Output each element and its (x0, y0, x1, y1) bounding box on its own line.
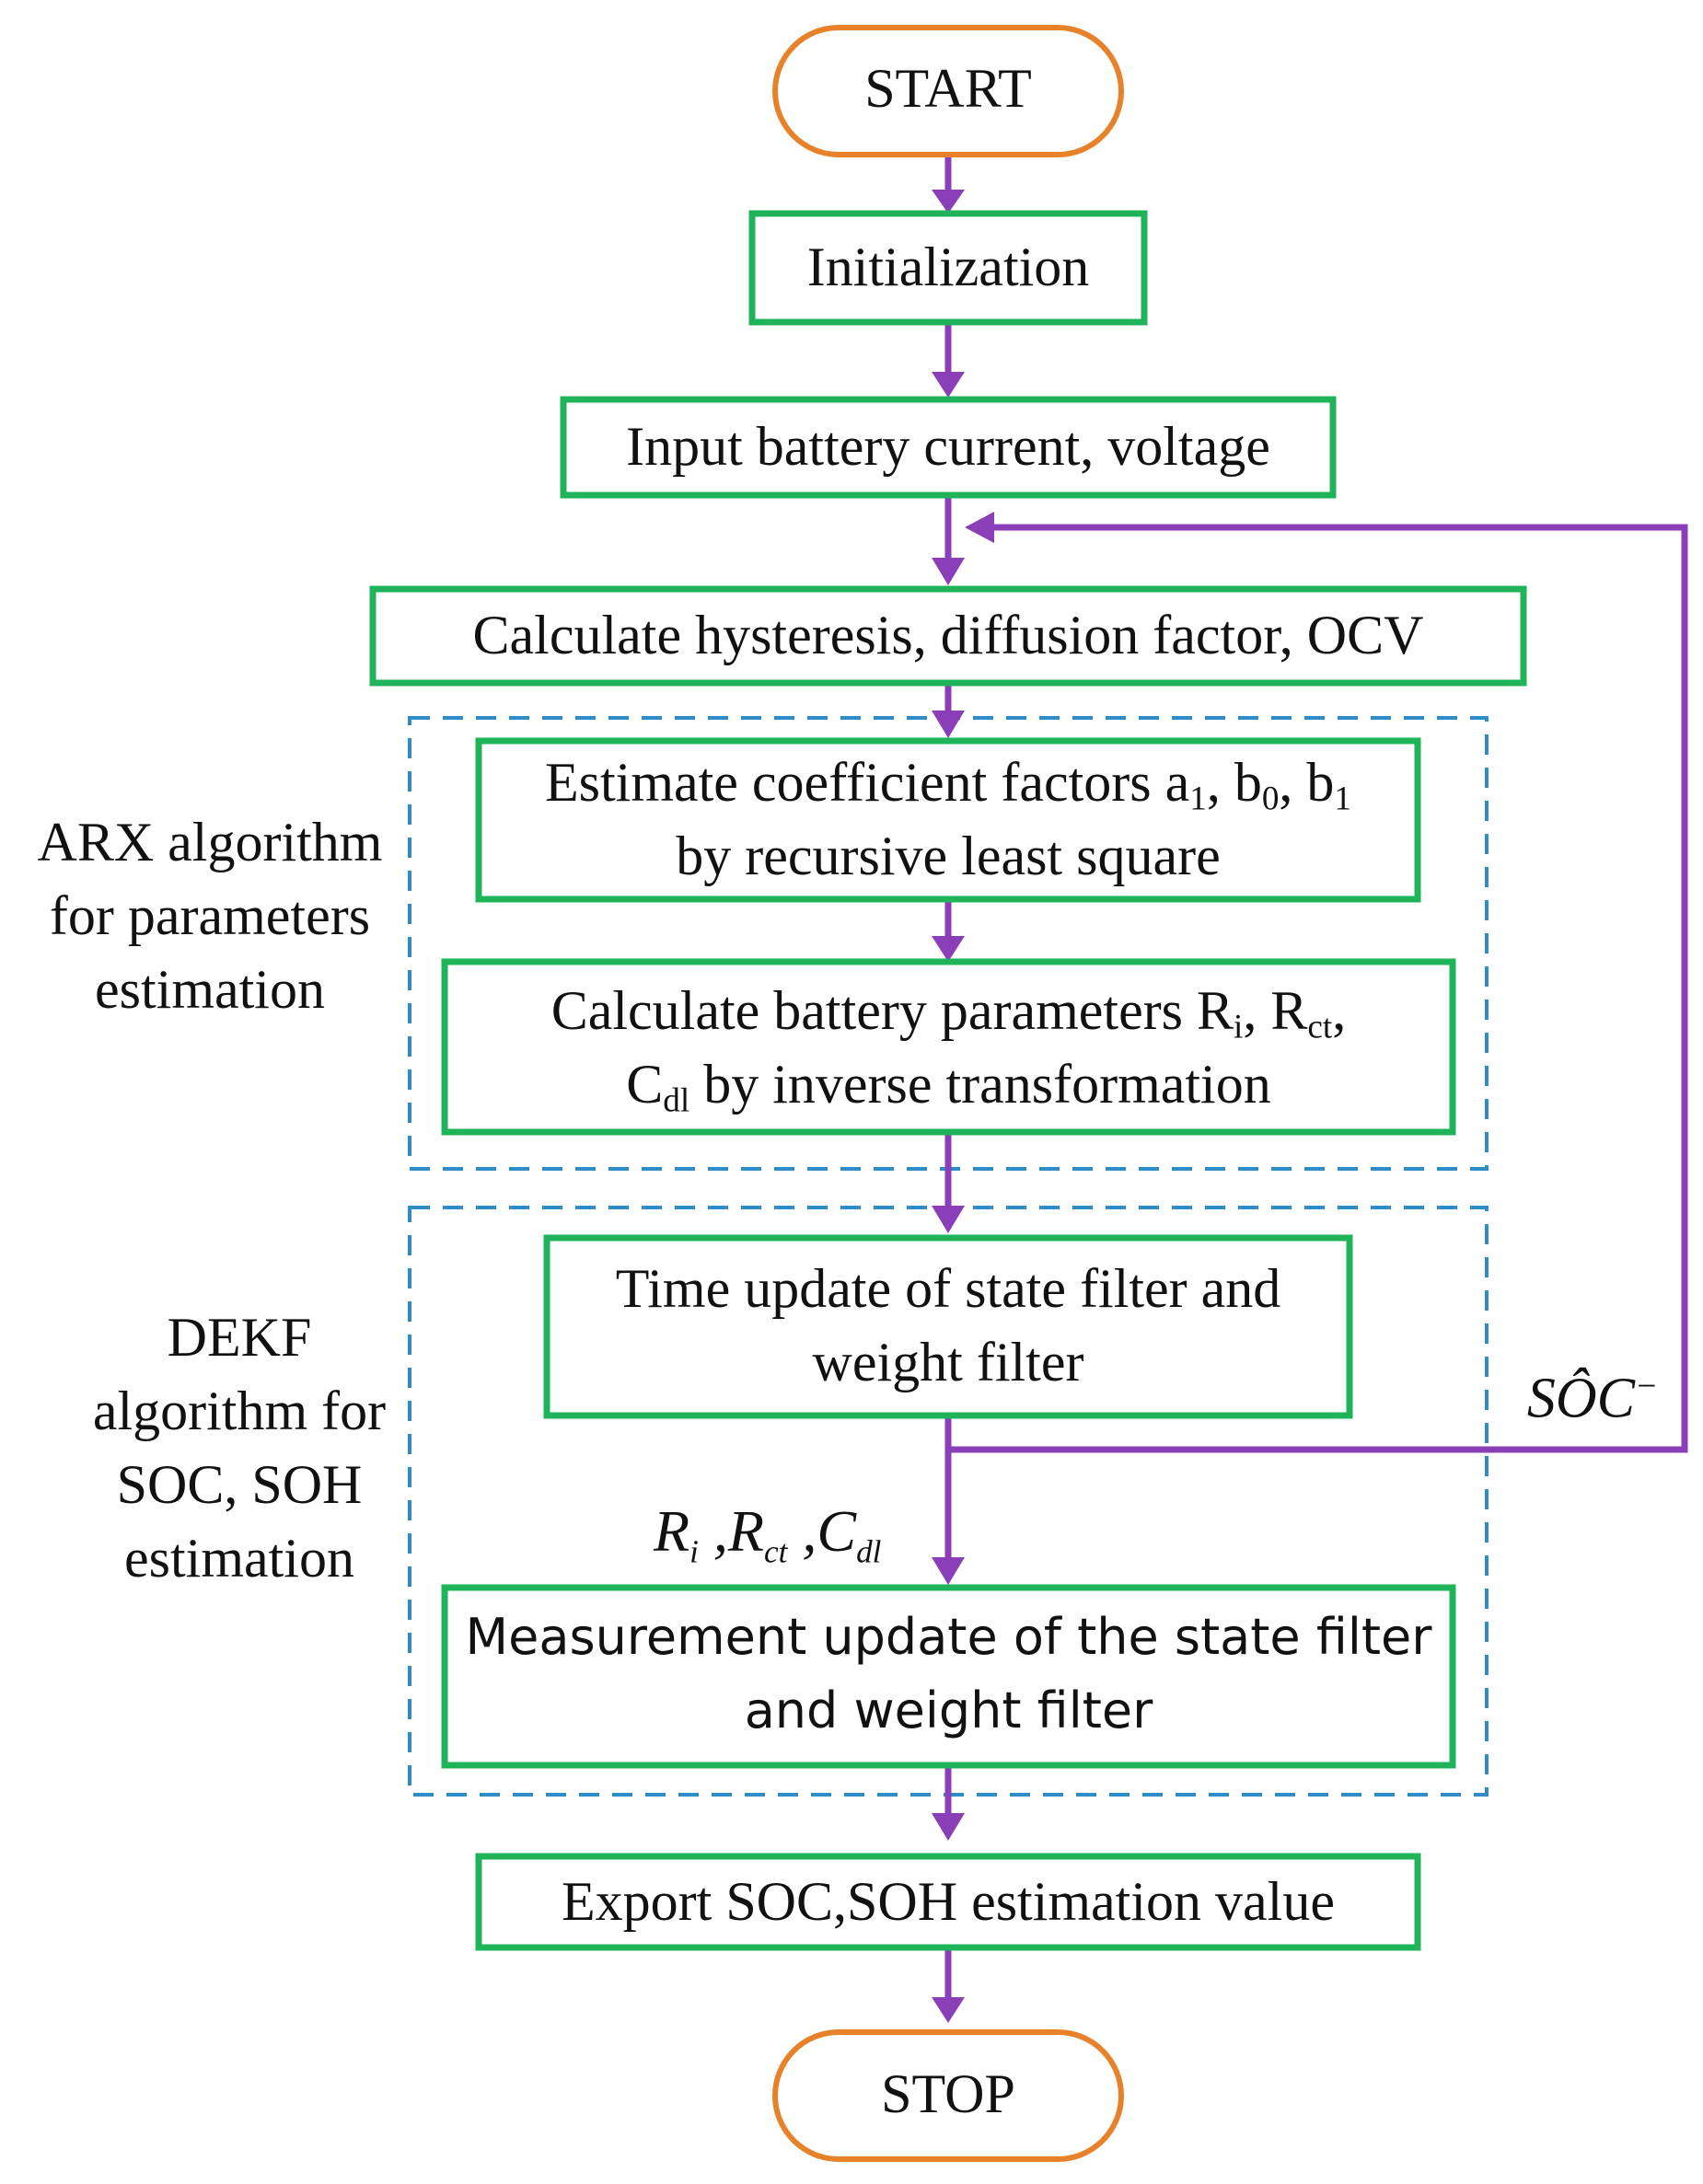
arrowhead-stop (932, 1997, 965, 2023)
soc-feedback-text: SÔC (1526, 1367, 1636, 1430)
arrowhead-export (932, 1813, 965, 1841)
input-box (560, 396, 1337, 499)
meas-update-line1: Measurement update of the state filter (465, 1608, 1432, 1666)
meas-update-box (441, 1584, 1456, 1769)
stop-label: STOP (881, 2063, 1015, 2124)
start-terminal (772, 25, 1124, 157)
calc-params-line1-sub2: ct (1307, 1008, 1333, 1046)
export-label: Export SOC,SOH estimation value (562, 1871, 1335, 1932)
init-box (748, 210, 1148, 326)
arrowhead-estimate (932, 711, 965, 738)
param-r-symbol: R (654, 1498, 690, 1564)
calc-params-line2-part-b: by inverse transformation (689, 1054, 1271, 1115)
calc-params-box (441, 958, 1456, 1136)
param-sep-1: , (698, 1498, 728, 1564)
estimate-line1-sub3: 1 (1334, 780, 1351, 818)
calc-params-line2-part-a: C (626, 1054, 664, 1115)
time-update-text: Time update of state filter and weight f… (547, 1261, 1350, 1399)
estimate-coeff-line1: Estimate coefficient factors a1, b0, b1 (479, 755, 1418, 816)
arx-label-line1: ARX algorithm (37, 812, 383, 872)
arx-group-label: ARX algorithm for parameters estimation (7, 805, 412, 1026)
arrowhead-feedback (965, 512, 994, 543)
calc-params-line1-part-c: , (1332, 980, 1347, 1041)
dekf-label-line2: algorithm for (92, 1381, 387, 1441)
dekf-group-label: DEKF algorithm for SOC, SOH estimation (37, 1300, 442, 1595)
dekf-label-line1: DEKF (167, 1307, 312, 1368)
arrowhead-calc (932, 558, 965, 585)
param-rct-symbol: R (727, 1498, 764, 1564)
estimate-line1-part-c: , b (1279, 752, 1335, 813)
time-update-line1: Time update of state filter and (615, 1258, 1281, 1319)
params-flow-label: Ri ,Rct ,Cdl (654, 1502, 930, 1568)
arrowhead-input (932, 372, 965, 398)
calc-params-text: Calculate battery parameters Ri, Rct, Cd… (445, 983, 1453, 1121)
arx-label-line3: estimation (95, 959, 325, 1020)
meas-update-text: Measurement update of the state filter a… (445, 1612, 1453, 1751)
soc-feedback-sup: − (1635, 1368, 1659, 1405)
calc-hysteresis-box (369, 585, 1527, 687)
init-label: Initialization (806, 237, 1090, 297)
calc-hysteresis-label: Calculate hysteresis, diffusion factor, … (472, 605, 1424, 665)
estimate-coeff-text: Estimate coefficient factors a1, b0, b1 … (479, 755, 1418, 893)
estimate-line1-part-a: Estimate coefficient factors a (544, 752, 1190, 813)
calc-params-line1-part-a: Calculate battery parameters R (550, 980, 1234, 1041)
input-label: Input battery current, voltage (626, 416, 1270, 477)
arrowhead-init (932, 190, 965, 214)
soc-feedback-label: SÔC− (1510, 1369, 1675, 1427)
estimate-line1-sub1: 1 (1189, 780, 1207, 818)
start-label: START (864, 58, 1032, 119)
estimate-line1-part-b: , b (1206, 752, 1262, 813)
dekf-label-line3: SOC, SOH (116, 1454, 363, 1515)
calc-params-line2-sub: dl (663, 1081, 690, 1120)
arrowhead-params (932, 936, 965, 962)
meas-update-line2: and weight filter (744, 1681, 1153, 1739)
param-r-sub: i (689, 1533, 699, 1570)
estimate-coeff-line2: by recursive least square (676, 826, 1221, 886)
arrowhead-time (932, 1206, 965, 1233)
param-c-symbol: C (817, 1498, 857, 1564)
calc-params-line1: Calculate battery parameters Ri, Rct, (445, 983, 1453, 1045)
estimate-line1-sub2: 0 (1261, 780, 1280, 818)
param-c-sub: dl (856, 1533, 882, 1570)
export-box (475, 1853, 1421, 1951)
calc-params-line2: Cdl by inverse transformation (445, 1057, 1453, 1118)
arrowhead-meas (932, 1557, 965, 1585)
time-update-line2: weight filter (812, 1332, 1084, 1392)
arx-label-line2: for parameters (49, 885, 371, 946)
dekf-label-line4: estimation (124, 1528, 354, 1589)
param-rct-sub: ct (763, 1533, 788, 1570)
feedback-loop-line (948, 524, 1688, 1453)
time-update-box (543, 1234, 1353, 1419)
stop-terminal (772, 2029, 1124, 2162)
param-sep-2: , (787, 1498, 817, 1564)
calc-params-line1-sub1: i (1234, 1008, 1244, 1046)
calc-params-line1-part-b: , R (1243, 980, 1308, 1041)
estimate-coeff-box (475, 737, 1421, 903)
